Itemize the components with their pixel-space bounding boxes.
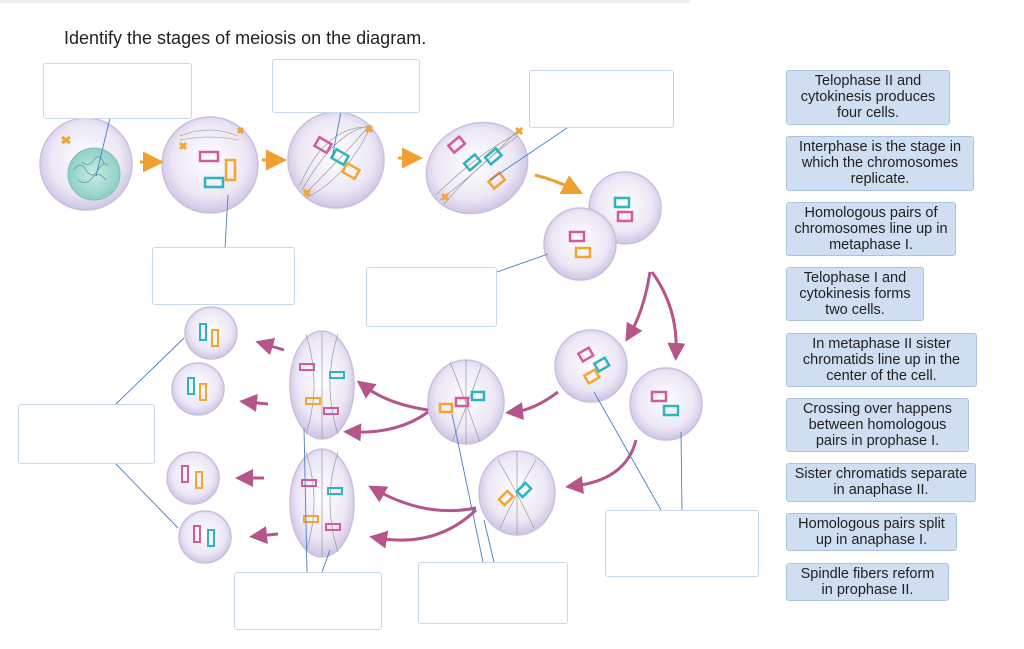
label-telophase-ii[interactable]: Telophase II and cytokinesis produces fo… — [786, 70, 950, 125]
drop-target-anaphase-i[interactable] — [529, 70, 674, 128]
prophase-ii-cells — [554, 329, 703, 441]
label-anaphase-ii[interactable]: Sister chromatids separate in anaphase I… — [786, 463, 976, 502]
anaphase-ii-cells — [289, 330, 355, 558]
label-metaphase-ii[interactable]: In metaphase II sister chromatids line u… — [786, 333, 977, 387]
arrow-7 — [505, 390, 559, 421]
arrow-9 — [356, 380, 429, 412]
drop-target-interphase[interactable] — [43, 63, 192, 119]
arrow-8 — [565, 439, 638, 494]
top-divider — [0, 0, 690, 3]
telophase-ii-cells — [166, 306, 238, 564]
label-prophase-i[interactable]: Crossing over happens between homologous… — [786, 398, 969, 452]
label-telophase-i[interactable]: Telophase I and cytokinesis forms two ce… — [786, 267, 924, 321]
arrow-16 — [249, 526, 279, 545]
arrow-6 — [650, 271, 686, 361]
arrow-5 — [625, 271, 652, 342]
drop-target-metaphase-ii[interactable] — [418, 562, 568, 624]
arrow-14 — [239, 393, 269, 412]
metaphase-ii-cells — [427, 359, 556, 536]
label-anaphase-i[interactable]: Homologous pairs split up in anaphase I. — [786, 513, 957, 551]
label-prophase-ii[interactable]: Spindle fibers reform in prophase II. — [786, 563, 949, 601]
drop-target-prophase-ii[interactable] — [605, 510, 759, 577]
interphase-cell — [39, 117, 133, 211]
prophase-i-cell — [161, 116, 259, 214]
arrow-12 — [369, 508, 478, 549]
drop-target-metaphase-i[interactable] — [272, 59, 420, 113]
question-title: Identify the stages of meiosis on the di… — [64, 28, 427, 48]
metaphase-i-cell — [287, 111, 385, 209]
drop-target-anaphase-ii[interactable] — [234, 572, 382, 630]
drop-target-telophase-ii[interactable] — [18, 404, 155, 464]
arrow-13 — [255, 337, 285, 356]
label-interphase[interactable]: Interphase is the stage in which the chr… — [786, 136, 974, 191]
drop-target-telophase-i[interactable] — [366, 267, 497, 327]
anaphase-i-cell — [425, 121, 529, 215]
arrow-11 — [368, 485, 477, 513]
arrow-10 — [343, 410, 429, 442]
telophase-i-cells — [543, 171, 662, 281]
label-metaphase-i[interactable]: Homologous pairs of chromosomes line up … — [786, 202, 956, 256]
leader-lines — [95, 111, 683, 573]
drop-target-prophase-i[interactable] — [152, 247, 295, 305]
arrow-4 — [534, 173, 584, 195]
